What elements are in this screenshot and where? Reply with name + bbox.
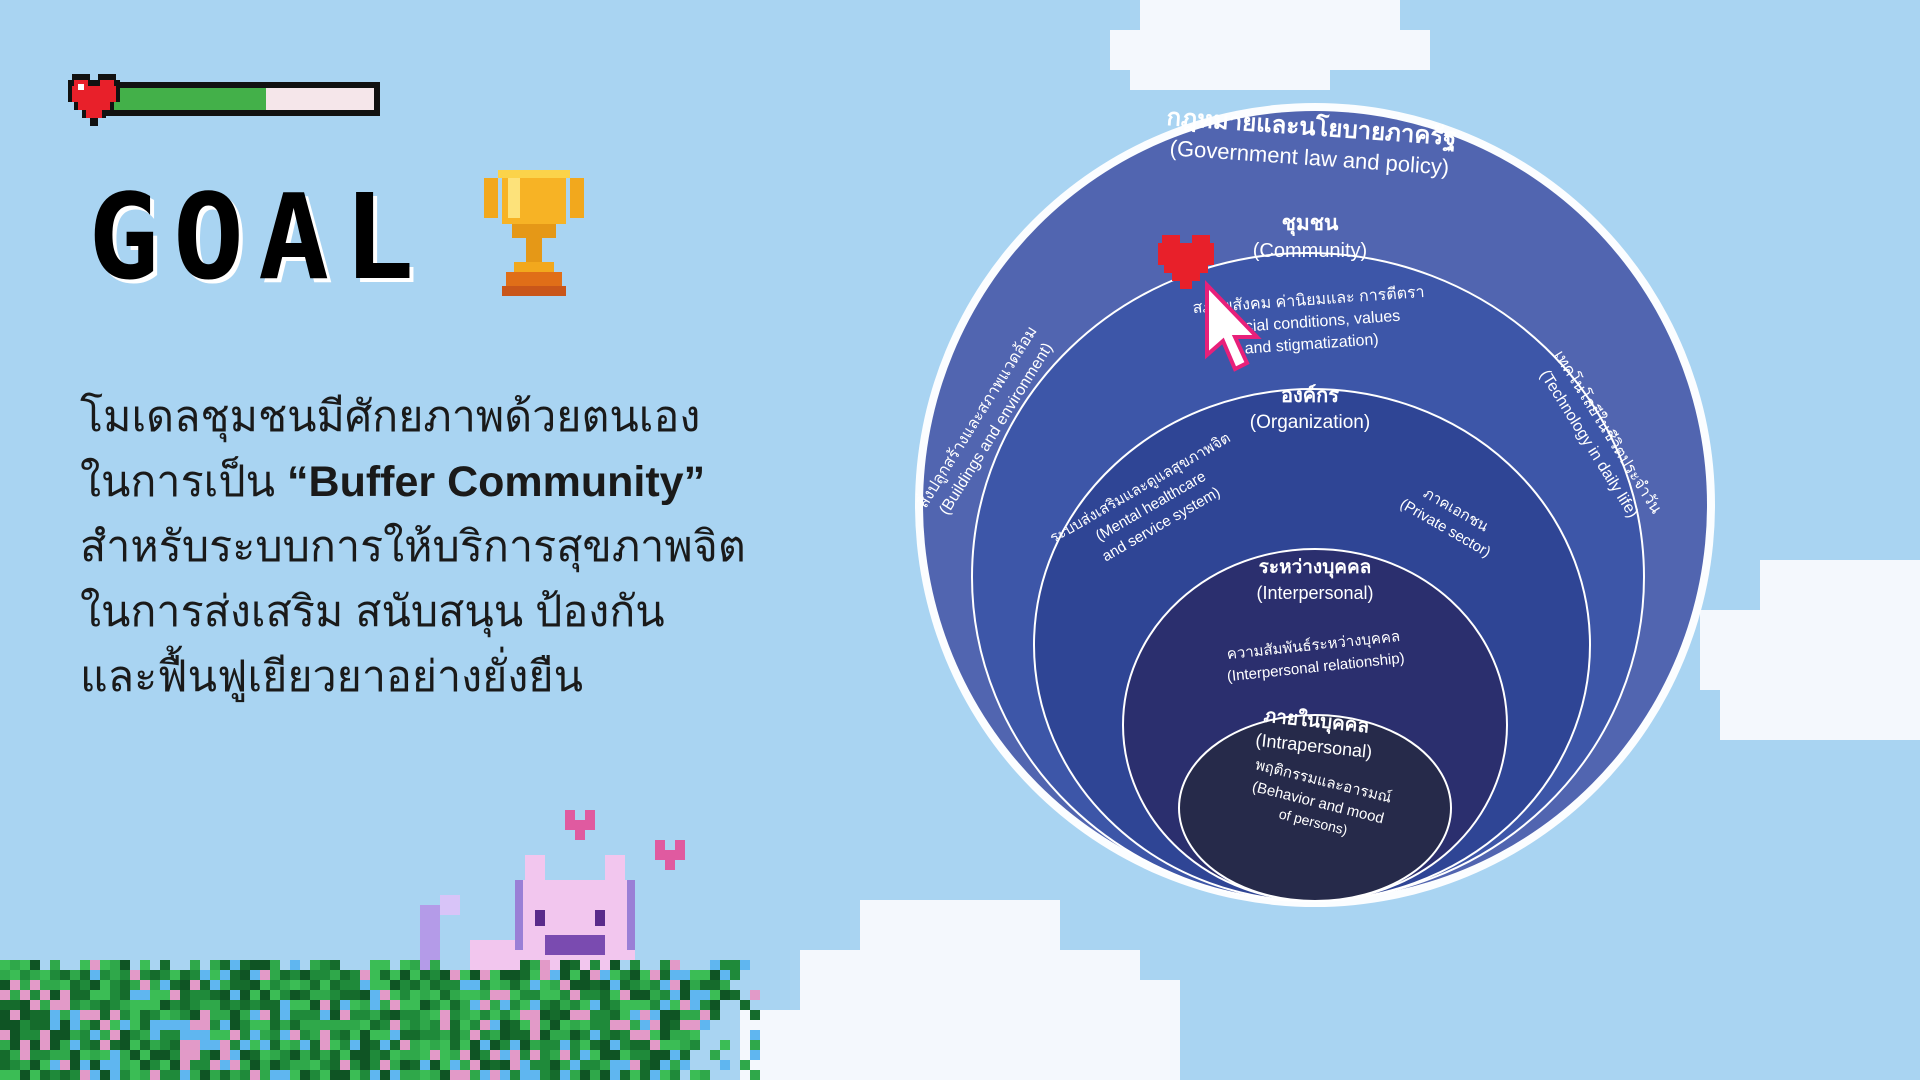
description-line-2: ในการเป็น “Buffer Community”: [80, 450, 760, 515]
ecological-model-diagram: กฎหมายและนโยบายภาครัฐ (Government law an…: [911, 102, 1715, 907]
description-line-1: โมเดลชุมชนมีศักยภาพด้วยตนเอง: [80, 393, 701, 441]
description-line-2-text: ในการเป็น: [80, 458, 288, 506]
pixel-cat-scene: [0, 810, 760, 1080]
community-label-th: ชุมชน: [1282, 212, 1339, 237]
health-bar: [68, 74, 380, 126]
cloud-right: [1700, 560, 1920, 740]
ring-intrapersonal: [1178, 714, 1452, 902]
pixel-grass: [0, 960, 760, 1080]
community-label-en: (Community): [1253, 240, 1367, 262]
cursor-icon: [1205, 280, 1262, 372]
diagram-heart-icon: [1158, 235, 1214, 289]
description-line-5: และฟื้นฟูเยียวยาอย่างยั่งยืน: [80, 653, 583, 701]
description-line-3: สำหรับระบบการให้บริการสุขภาพจิต: [80, 523, 746, 571]
description: โมเดลชุมชนมีศักยภาพด้วยตนเอง ในการเป็น “…: [80, 385, 760, 710]
heart-icon: [68, 74, 120, 126]
page-title: GOAL: [88, 168, 429, 306]
organization-label-th: องค์กร: [1281, 384, 1339, 407]
cloud-top: [1110, 0, 1430, 90]
health-fill: [104, 88, 266, 110]
interpersonal-label-th: ระหว่างบุคคล: [1259, 557, 1372, 579]
trophy-icon: [484, 170, 584, 296]
organization-label-en: (Organization): [1250, 412, 1370, 433]
description-line-4: ในการส่งเสริม สนับสนุน ป้องกัน: [80, 588, 665, 636]
cloud-bottom: [740, 900, 1180, 1080]
interpersonal-label-en: (Interpersonal): [1256, 583, 1373, 603]
pixel-hearts: [565, 810, 685, 870]
buffer-community-text: “Buffer Community”: [287, 458, 706, 506]
